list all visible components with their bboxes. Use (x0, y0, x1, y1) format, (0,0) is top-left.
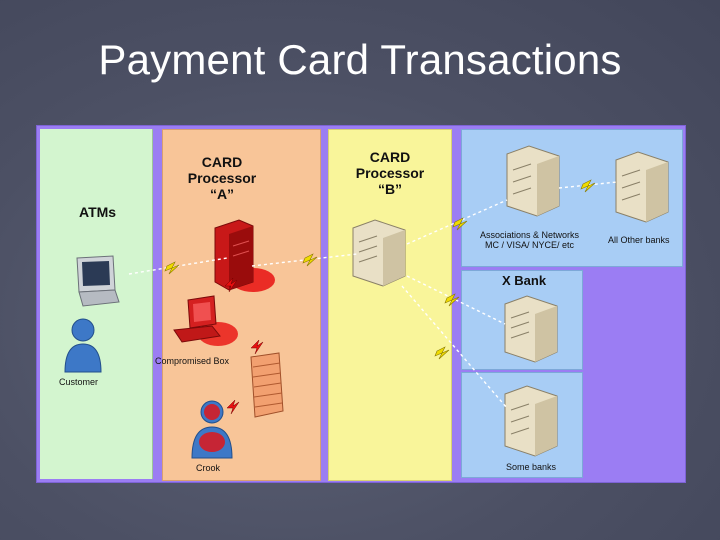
link-bolt-icon (164, 261, 180, 275)
processor-b-panel (328, 129, 452, 481)
link-bolt-icon (434, 346, 450, 360)
processor-a-line1: CARD (201, 154, 243, 170)
connections-layer (128, 179, 618, 415)
compromise-bolt-icon (224, 277, 238, 293)
associations-line1: Associations & Networks (480, 230, 580, 240)
customer-person-icon (64, 318, 102, 373)
slide-title: Payment Card Transactions (98, 36, 622, 83)
link-bolt-icon (444, 293, 460, 307)
processor-a-label: CARD Processor “A” (182, 154, 262, 202)
associations-label: Associations & Networks MC / VISA/ NYCE/… (480, 230, 579, 250)
x-bank-label: X Bank (502, 273, 547, 288)
atms-label: ATMs (79, 204, 117, 220)
compromised-box-label: Compromised Box (155, 356, 230, 366)
crook-person-icon (191, 400, 233, 459)
some-banks-label: Some banks (506, 462, 557, 472)
link-bolt-icon (302, 253, 318, 267)
processor-a-line2: Processor (187, 170, 257, 186)
some-bank-server-icon (504, 385, 558, 457)
crook-label: Crook (196, 463, 221, 473)
processor-b-line2: Processor (355, 165, 425, 181)
link-bolt-icon (452, 217, 468, 231)
compromise-bolt-icon (226, 399, 240, 415)
compromised-desktop-icon (173, 295, 238, 346)
processor-b-server-icon (352, 219, 406, 287)
processor-b-label: CARD Processor “B” (350, 149, 430, 197)
network-server-icon (506, 145, 560, 217)
other-bank-server-icon (615, 151, 669, 223)
customer-label: Customer (59, 377, 99, 387)
link-bolt-icon (580, 179, 596, 193)
processor-b-line1: CARD (369, 149, 411, 165)
processor-b-line3: “B” (377, 181, 403, 197)
payment-diagram: ATMs Customer CARD Processor “A” Comprom… (36, 125, 686, 483)
processor-a-line3: “A” (209, 186, 235, 202)
firewall-icon (250, 352, 284, 418)
processor-a-server-icon (214, 219, 275, 292)
compromise-bolt-icon (250, 339, 264, 355)
all-other-banks-label: All Other banks (608, 235, 670, 245)
x-bank-server-icon (504, 295, 558, 363)
atm-terminal-icon (76, 255, 120, 307)
associations-line2: MC / VISA/ NYCE/ etc (485, 240, 575, 250)
